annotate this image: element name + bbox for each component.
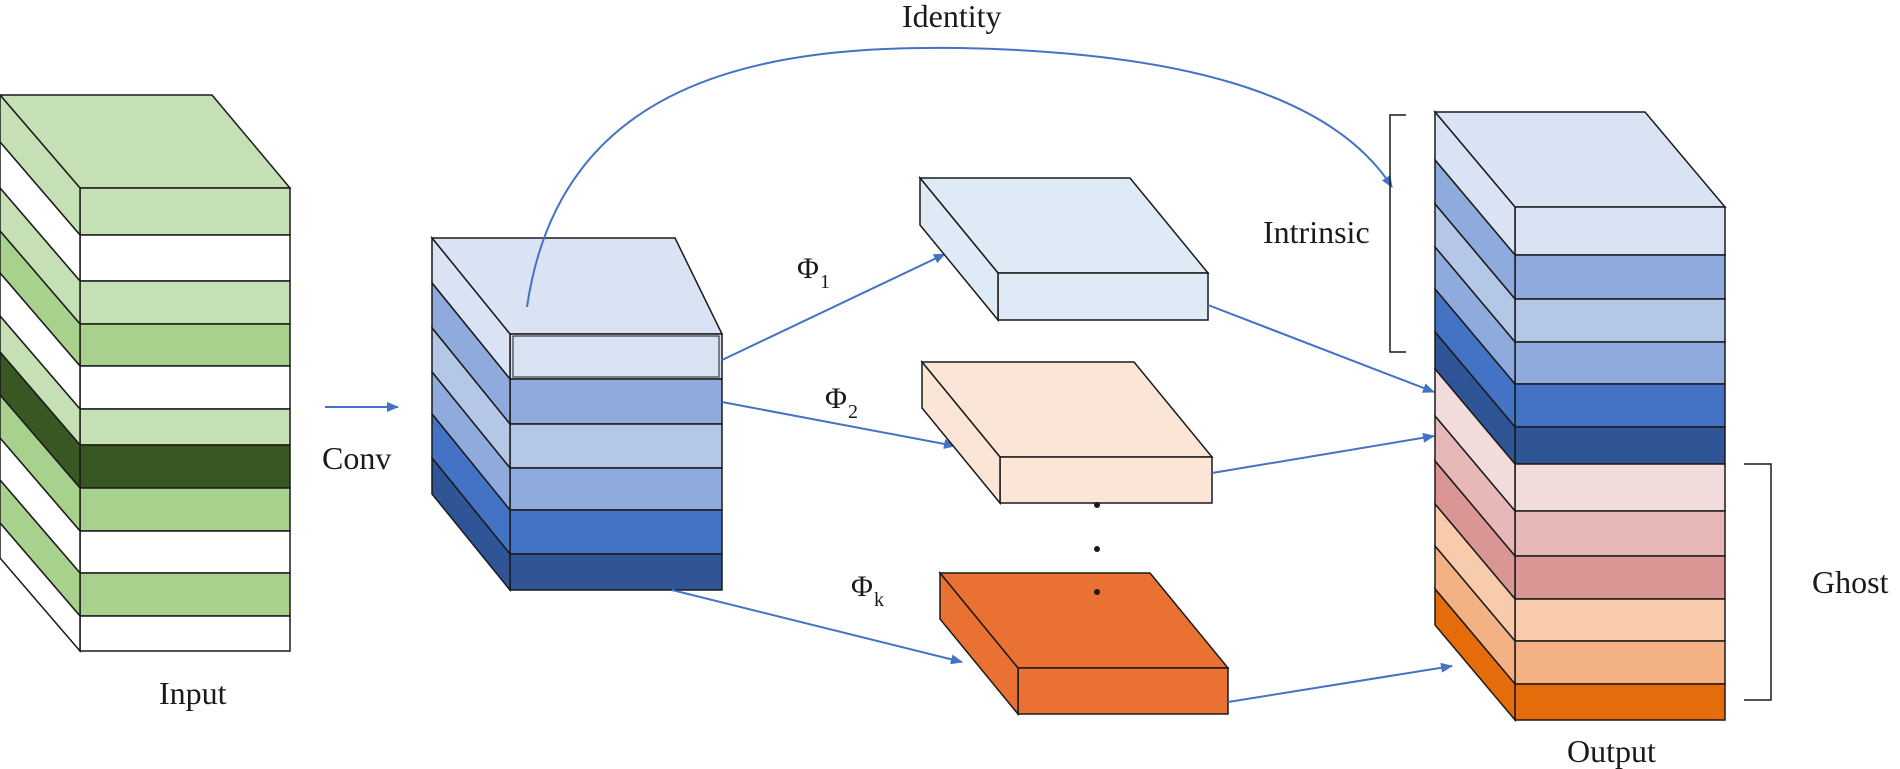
output-layer-2	[1514, 254, 1726, 300]
output-layer-9	[1514, 555, 1726, 600]
ghost-map-k	[938, 570, 1230, 717]
mapk-arrow-out	[1227, 662, 1453, 703]
phik-label: Φk	[851, 570, 884, 611]
output-layer-12	[1514, 683, 1726, 721]
input-layer-9	[79, 530, 291, 574]
map1-arrow-out	[1207, 304, 1435, 393]
intrinsic-label: Intrinsic	[1263, 214, 1370, 250]
input-side-11	[0, 521, 81, 654]
input-layer-6	[79, 408, 291, 446]
output-layer-10	[1514, 598, 1726, 642]
intermediate-side-6	[431, 455, 511, 593]
output-label: Output	[1567, 733, 1656, 769]
input-feature-stack	[0, 93, 292, 654]
mapk-side	[939, 570, 1019, 717]
input-layer-11	[79, 615, 291, 652]
ghost-bracket	[1744, 463, 1772, 701]
phi1-arrow-in	[721, 253, 946, 361]
output-layer-6	[1514, 426, 1726, 465]
map2-side	[921, 359, 1001, 506]
intermediate-feature-stack	[430, 235, 724, 593]
input-layer-1	[79, 187, 291, 236]
map2-arrow-out	[1211, 432, 1435, 474]
input-layer-3	[79, 280, 291, 325]
output-layer-5	[1514, 383, 1726, 428]
intermediate-layer-1	[509, 333, 723, 380]
ghost-map-2	[920, 359, 1214, 506]
identity-label: Identity	[902, 0, 1002, 34]
identity-arrow	[526, 46, 1393, 308]
phi2-subscript: 2	[847, 401, 858, 423]
ghost-label: Ghost	[1812, 564, 1889, 600]
map1-front	[997, 272, 1209, 321]
intermediate-layer-3	[509, 423, 723, 469]
intermediate-layer-2	[509, 378, 723, 425]
phik-subscript: k	[873, 589, 884, 611]
output-layer-4	[1514, 341, 1726, 385]
output-layer-11	[1514, 640, 1726, 685]
phik-symbol: Φ	[851, 570, 873, 603]
phi2-symbol: Φ	[825, 382, 847, 415]
output-layer-1	[1514, 206, 1726, 256]
phi1-subscript: 1	[819, 271, 830, 293]
output-layer-8	[1514, 510, 1726, 557]
mapk-front	[1017, 667, 1229, 715]
intermediate-layer-4	[509, 467, 723, 511]
phik-arrow-in	[671, 589, 963, 665]
map2-front	[999, 456, 1213, 504]
input-layer-2	[79, 234, 291, 282]
input-label: Input	[159, 675, 227, 711]
intermediate-layer-5	[509, 509, 723, 555]
intrinsic-bracket	[1389, 114, 1406, 353]
conv-label: Conv	[322, 440, 392, 476]
input-layer-7	[79, 444, 291, 489]
output-layer-3	[1514, 298, 1726, 343]
phi1-symbol: Φ	[797, 252, 819, 285]
input-layer-5	[79, 365, 291, 410]
input-layer-10	[79, 572, 291, 617]
input-layer-8	[79, 487, 291, 532]
phi2-arrow-in	[721, 401, 956, 449]
ghost-map-1	[918, 175, 1210, 323]
output-feature-stack	[1433, 109, 1727, 723]
map1-side	[919, 175, 999, 323]
phi2-label: Φ2	[825, 382, 858, 423]
output-layer-7	[1514, 463, 1726, 512]
intermediate-layer-6	[509, 553, 723, 591]
phi1-label: Φ1	[797, 252, 830, 293]
input-layer-4	[79, 323, 291, 367]
ellipsis-dots	[1094, 502, 1100, 595]
output-side-12	[1434, 586, 1516, 723]
